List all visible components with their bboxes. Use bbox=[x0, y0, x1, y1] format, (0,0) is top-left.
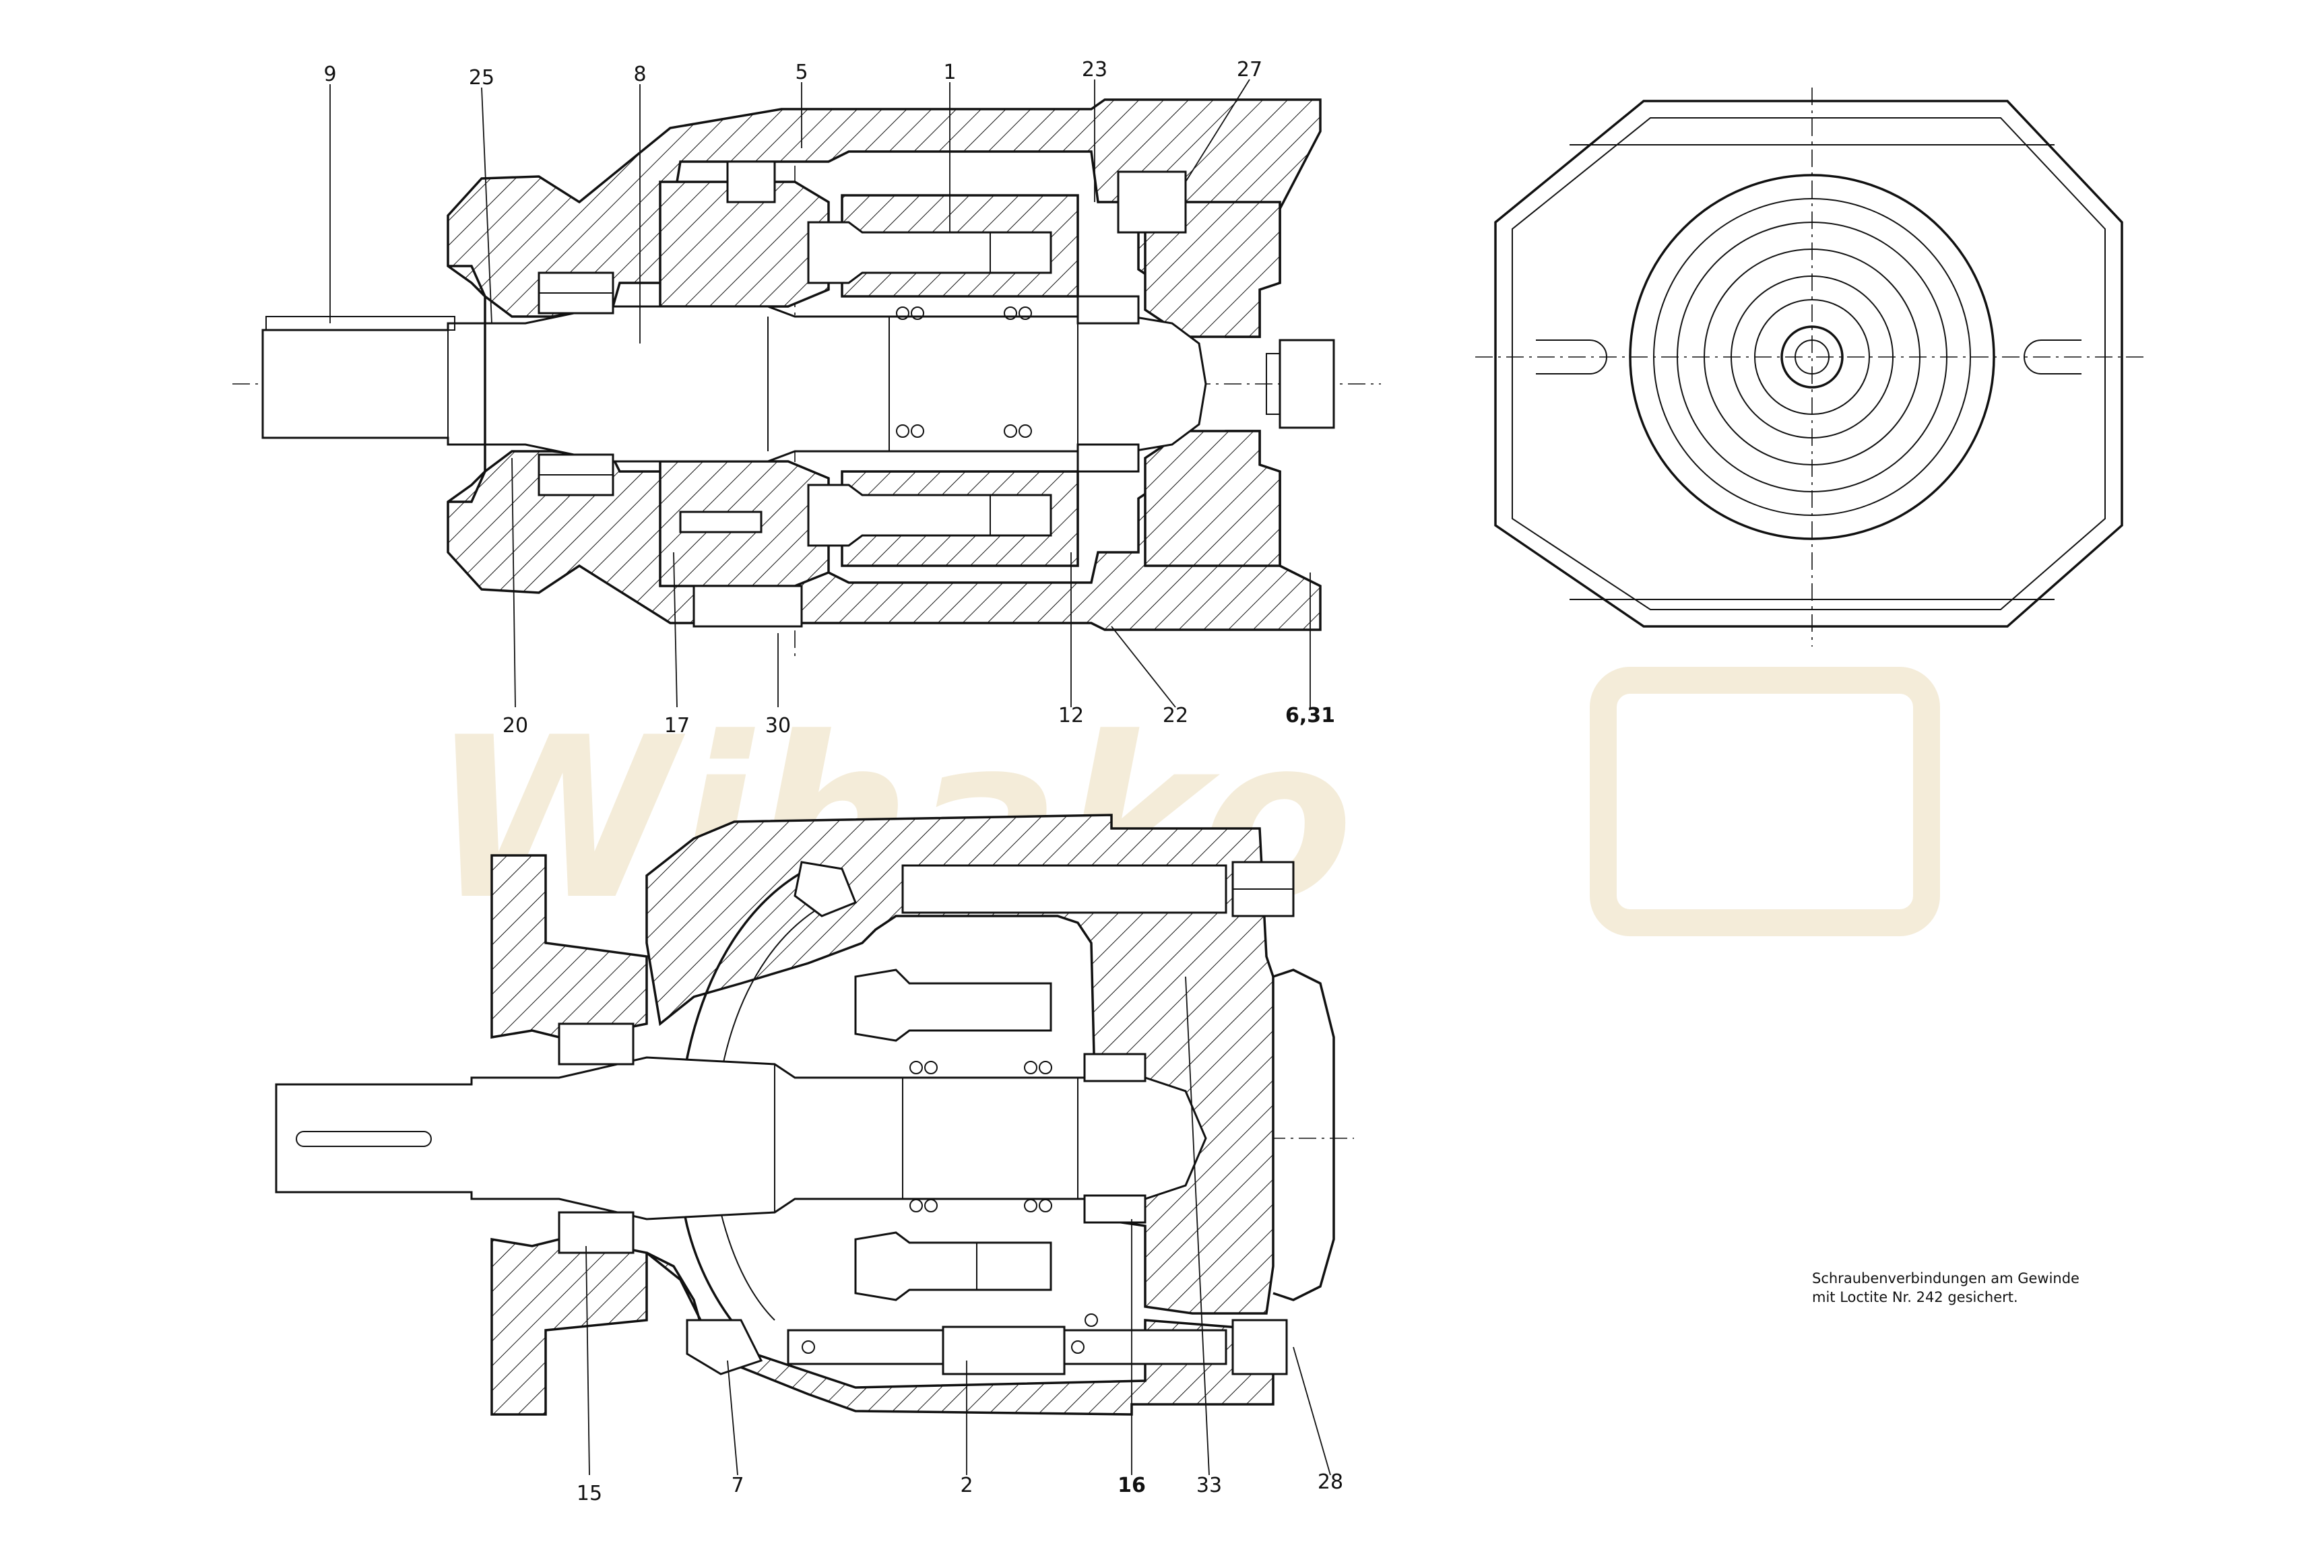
bottom-adjust-screw-upper bbox=[901, 864, 1227, 914]
top-nut bbox=[1279, 339, 1335, 429]
top-section-view bbox=[232, 98, 1381, 660]
leader-lines bbox=[329, 79, 1331, 1476]
top-fitting-27 bbox=[1117, 170, 1187, 234]
bottom-adjust-nut-lower bbox=[1231, 1319, 1288, 1375]
callout-16: 16 bbox=[1118, 1474, 1146, 1497]
end-view-outline bbox=[1494, 100, 2123, 628]
bottom-taper-bearings bbox=[558, 1022, 1147, 1254]
callout-22: 22 bbox=[1163, 704, 1188, 727]
top-taper-bearings bbox=[538, 271, 1140, 496]
bottom-springs bbox=[909, 1061, 1052, 1212]
top-end-cover bbox=[1144, 201, 1281, 338]
callout-28: 28 bbox=[1318, 1470, 1343, 1494]
callout-25: 25 bbox=[469, 66, 494, 90]
callout-9: 9 bbox=[323, 63, 336, 86]
callout-23: 23 bbox=[1082, 58, 1107, 81]
top-plug-30 bbox=[692, 585, 803, 628]
note-line-2: mit Loctite Nr. 242 gesichert. bbox=[1812, 1289, 2018, 1305]
callout-30: 30 bbox=[765, 714, 791, 738]
bottom-section-view bbox=[275, 814, 1354, 1416]
top-springs bbox=[896, 306, 1032, 438]
callout-5: 5 bbox=[795, 61, 808, 84]
callout-12: 12 bbox=[1058, 704, 1084, 727]
callout-6-31: 6,31 bbox=[1285, 704, 1335, 727]
top-piston-lower bbox=[807, 484, 1052, 547]
callout-17: 17 bbox=[664, 714, 690, 738]
watermark-logo-icon bbox=[1590, 667, 1940, 936]
bottom-drive-shaft bbox=[275, 1056, 1207, 1220]
callout-1: 1 bbox=[943, 61, 956, 84]
callout-27: 27 bbox=[1237, 58, 1262, 81]
callout-15: 15 bbox=[577, 1482, 602, 1505]
callout-7: 7 bbox=[731, 1474, 744, 1497]
callout-20: 20 bbox=[503, 714, 528, 738]
note-line-1: Schraubenverbindungen am Gewinde bbox=[1812, 1270, 2079, 1286]
loctite-note: Schraubenverbindungen am Gewinde mit Loc… bbox=[1812, 1270, 2079, 1305]
end-view bbox=[1475, 88, 2149, 647]
bottom-shaft-key bbox=[296, 1131, 432, 1147]
callout-33: 33 bbox=[1196, 1474, 1222, 1497]
callout-2: 2 bbox=[960, 1474, 973, 1497]
callout-8: 8 bbox=[633, 63, 646, 86]
end-view-slot-right bbox=[2024, 339, 2081, 374]
bottom-piston-lower bbox=[854, 1231, 1052, 1301]
bottom-end-cover-bump bbox=[1272, 969, 1335, 1301]
top-flange bbox=[448, 265, 486, 503]
top-piston-upper bbox=[807, 221, 1052, 284]
end-view-shaft bbox=[1780, 325, 1844, 389]
bottom-piston-upper bbox=[854, 969, 1052, 1042]
